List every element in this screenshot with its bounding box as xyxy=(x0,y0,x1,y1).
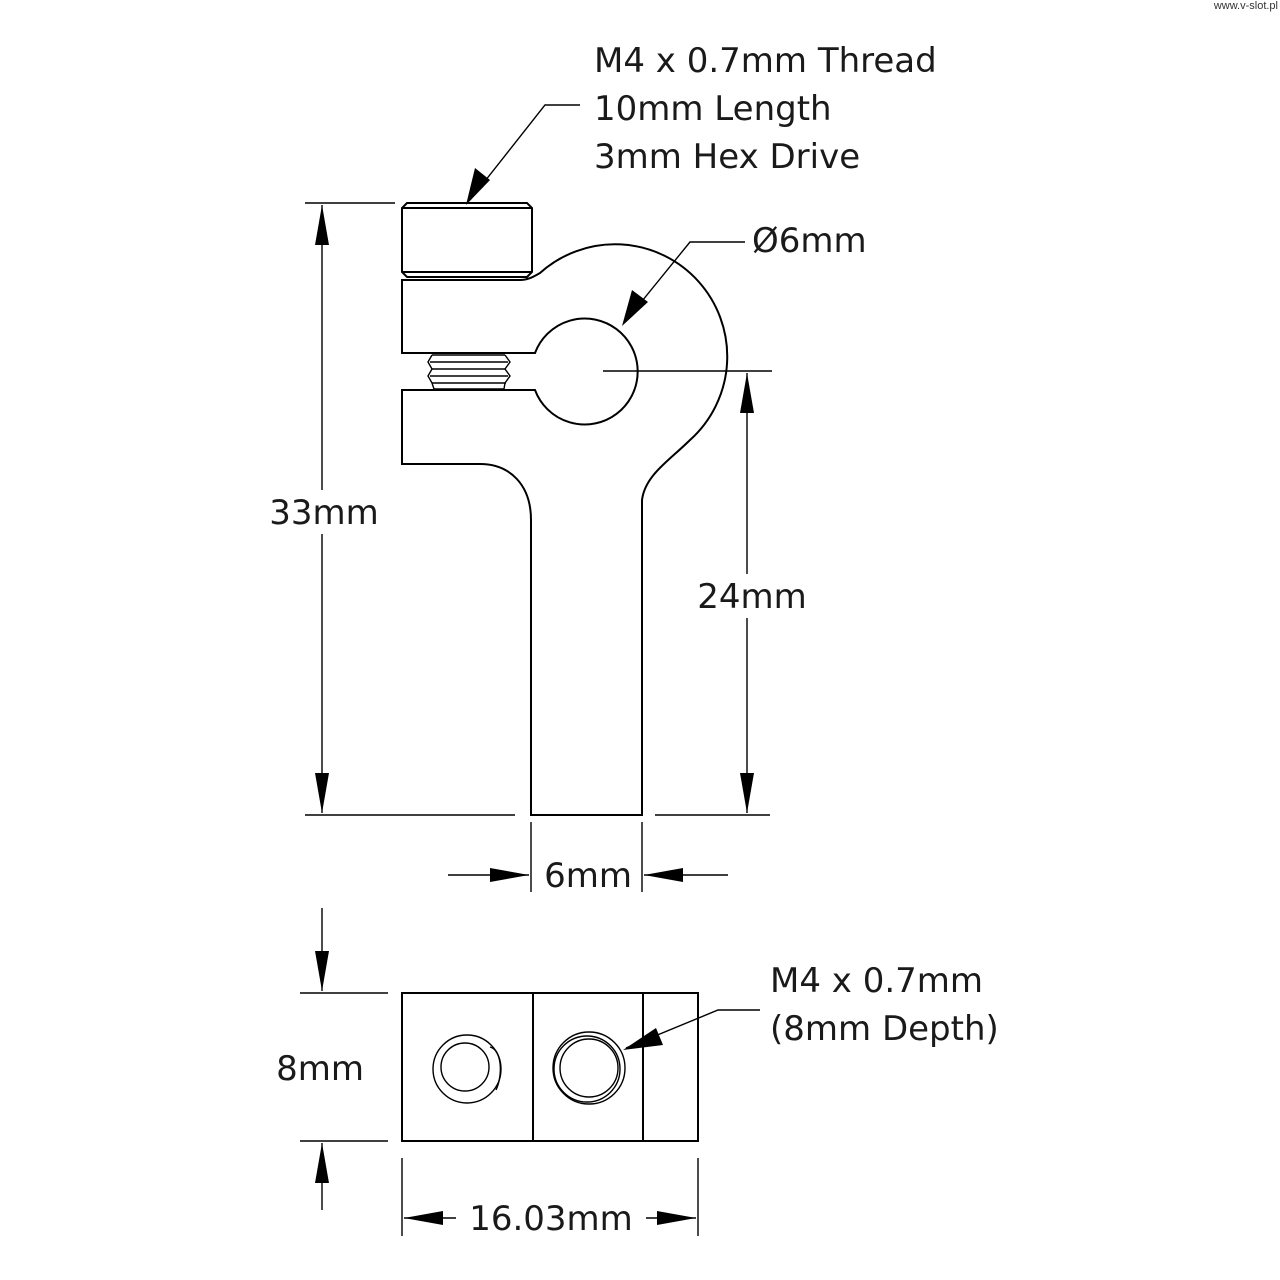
bore-height-dimension: 24mm xyxy=(655,373,814,816)
bore-diameter-label: Ø6mm xyxy=(752,221,867,261)
screw-hole-left xyxy=(432,1034,502,1104)
watermark: www.v-slot.pl xyxy=(1213,0,1278,12)
screw-length-label: 10mm Length xyxy=(594,89,832,129)
tapped-hole-thread-label: M4 x 0.7mm xyxy=(770,961,983,1001)
screw-drive-label: 3mm Hex Drive xyxy=(594,137,860,177)
tapped-hole-callout: M4 x 0.7mm (8mm Depth) xyxy=(623,961,999,1050)
screw-head xyxy=(401,202,533,278)
stem-width-label: 6mm xyxy=(544,856,632,896)
clamp-bottom-view xyxy=(401,992,699,1142)
stem-width-dimension: 6mm xyxy=(448,822,728,896)
clamp-body xyxy=(401,243,729,816)
tapped-hole xyxy=(552,1031,626,1105)
bore-callout: Ø6mm xyxy=(622,221,867,326)
screw-thread-label: M4 x 0.7mm Thread xyxy=(594,41,937,81)
thickness-dimension: 8mm xyxy=(276,908,388,1210)
overall-width-label: 16.03mm xyxy=(469,1199,633,1239)
screw-callout: M4 x 0.7mm Thread 10mm Length 3mm Hex Dr… xyxy=(466,41,937,205)
overall-height-label: 33mm xyxy=(269,493,379,533)
clamp-front-view xyxy=(401,202,772,816)
overall-height-dimension: 33mm xyxy=(262,202,515,816)
overall-width-dimension: 16.03mm xyxy=(401,1158,699,1240)
screw-thread xyxy=(427,354,511,390)
thickness-label: 8mm xyxy=(276,1049,364,1089)
tapped-hole-depth-label: (8mm Depth) xyxy=(770,1009,999,1049)
bore-height-label: 24mm xyxy=(697,577,807,617)
